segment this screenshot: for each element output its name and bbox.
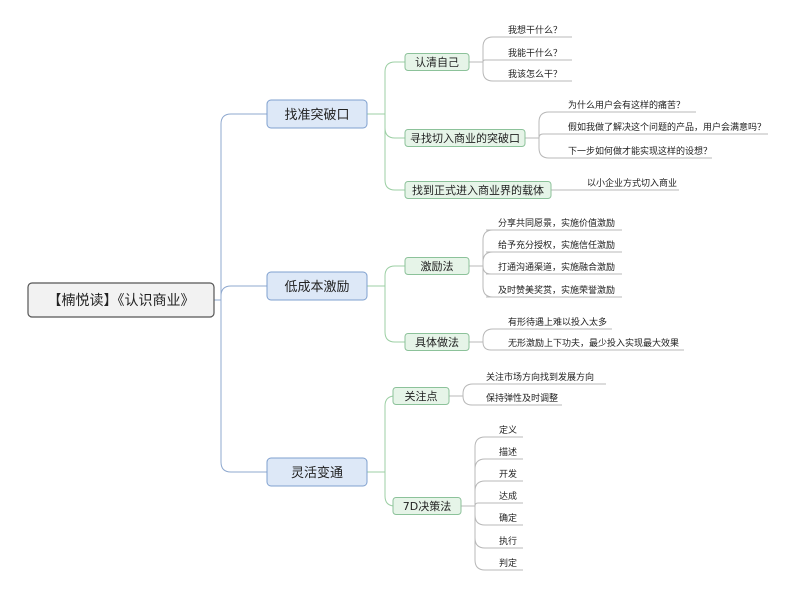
subtopic-label: 具体做法 xyxy=(415,335,459,349)
subtopic-box xyxy=(404,181,552,199)
leaf-item[interactable]: 我该怎么干？ xyxy=(508,68,562,80)
main-topic-1[interactable]: 找准突破口 xyxy=(266,99,368,129)
leaf-item[interactable]: 执行 xyxy=(499,535,517,547)
main-topic-label: 灵活变通 xyxy=(291,465,343,481)
leaf-line-2-1-2 xyxy=(482,251,494,266)
leaf-item[interactable]: 保持弹性及时调整 xyxy=(486,392,558,404)
subtopic-label: 找到正式进入商业界的载体 xyxy=(412,183,544,197)
subtopic-line-2-2 xyxy=(384,286,405,343)
main-topic-box xyxy=(266,457,368,487)
subtopic-label: 认清自己 xyxy=(415,56,459,69)
leaf-line-1-1-2 xyxy=(482,59,496,63)
leaf-line-3-2-2 xyxy=(474,458,487,506)
leaf-item[interactable]: 判定 xyxy=(499,557,517,569)
leaf-item[interactable]: 以小企业方式切入商业 xyxy=(587,177,677,189)
leaf-line-3-2-7 xyxy=(474,506,487,571)
leaf-item[interactable]: 达成 xyxy=(499,490,517,502)
subtopic-box xyxy=(404,333,470,351)
leaf-item[interactable]: 关注市场方向找到发展方向 xyxy=(486,371,594,383)
subtopic-line-1-3 xyxy=(384,114,405,191)
main-branch-line-1 xyxy=(220,113,267,300)
subtopic-2-2[interactable]: 具体做法 xyxy=(404,333,470,351)
root-node[interactable]: 【楠悦读】《认识商业》 xyxy=(27,282,215,318)
subtopic-label: 寻找切入商业的突破口 xyxy=(410,131,520,145)
leaf-line-2-2-1 xyxy=(482,328,496,342)
leaf-line-2-1-3 xyxy=(482,265,492,275)
leaf-item[interactable]: 假如我做了解决这个问题的产品，用户会满意吗？ xyxy=(568,121,766,133)
subtopic-label: 关注点 xyxy=(405,389,438,403)
leaf-item[interactable]: 给予充分授权，实施信任激励 xyxy=(498,239,615,251)
leaf-item[interactable]: 无形激励上下功夫，最少投入实现最大效果 xyxy=(508,337,679,349)
main-branch-line-3 xyxy=(220,300,267,473)
leaf-item[interactable]: 开发 xyxy=(499,468,517,480)
subtopic-3-1[interactable]: 关注点 xyxy=(392,387,450,405)
leaf-item[interactable]: 分享共同愿景，实施价值激励 xyxy=(498,217,615,229)
subtopic-box xyxy=(404,129,526,147)
subtopic-line-1-1 xyxy=(384,61,405,114)
leaf-item[interactable]: 确定 xyxy=(499,512,517,524)
main-topic-3[interactable]: 灵活变通 xyxy=(266,457,368,487)
leaf-line-3-2-3 xyxy=(474,480,487,506)
subtopic-1-1[interactable]: 认清自己 xyxy=(404,53,470,71)
leaf-item[interactable]: 定义 xyxy=(499,424,517,436)
subtopic-2-1[interactable]: 激励法 xyxy=(404,257,470,275)
main-topic-box xyxy=(266,271,368,301)
main-topic-2[interactable]: 低成本激励 xyxy=(266,271,368,301)
subtopic-label: 激励法 xyxy=(421,259,454,273)
leaf-line-1-1-3 xyxy=(482,62,496,82)
leaf-item[interactable]: 我能干什么？ xyxy=(508,47,562,59)
leaf-line-3-2-1 xyxy=(474,436,487,506)
subtopic-label: 7D决策法 xyxy=(403,499,451,513)
leaf-item[interactable]: 打通沟通渠道，实施融合激励 xyxy=(498,261,615,273)
leaf-line-1-2-1 xyxy=(538,111,556,138)
leaf-line-3-2-4 xyxy=(474,502,487,507)
leaf-item[interactable]: 下一步如何做才能实现这样的设想？ xyxy=(568,145,712,157)
leaf-item[interactable]: 有形待遇上难以投入太多 xyxy=(508,316,607,328)
leaf-item[interactable]: 为什么用户会有这样的痛苦？ xyxy=(568,99,685,111)
leaf-line-3-1-1 xyxy=(462,383,474,396)
subtopic-line-3-1 xyxy=(384,395,396,472)
leaf-item[interactable]: 及时赞美奖赏，实施荣誉激励 xyxy=(498,284,615,296)
leaf-line-3-2-6 xyxy=(474,506,487,549)
subtopic-1-3[interactable]: 找到正式进入商业界的载体 xyxy=(404,181,552,199)
subtopic-box xyxy=(404,53,470,71)
leaf-line-1-2-3 xyxy=(538,138,556,159)
main-topic-box xyxy=(266,99,368,129)
leaf-item[interactable]: 我想干什么？ xyxy=(508,24,562,36)
subtopic-box xyxy=(392,497,462,515)
leaf-line-1-2-2 xyxy=(538,133,556,139)
leaf-line-3-1-2 xyxy=(462,395,474,406)
leaf-line-1-1-1 xyxy=(482,36,496,62)
subtopic-3-2[interactable]: 7D决策法 xyxy=(392,497,462,515)
leaf-line-3-2-5 xyxy=(474,506,487,526)
main-branch-line-2 xyxy=(220,285,267,300)
mind-map-nodes: 【楠悦读】《认识商业》 找准突破口 认清自己 我想干什么？ 我能干什么？ 我该怎么干？ 寻找… xyxy=(27,24,766,569)
root-node-box xyxy=(27,282,215,318)
root-node-label: 【楠悦读】《认识商业》 xyxy=(48,292,195,309)
leaf-line-2-2-2 xyxy=(482,341,496,351)
subtopic-line-2-1 xyxy=(384,265,405,286)
subtopic-box xyxy=(392,387,450,405)
leaf-line-2-1-1 xyxy=(482,229,494,266)
subtopic-line-1-2 xyxy=(384,114,405,139)
main-topic-label: 找准突破口 xyxy=(284,107,349,123)
leaf-item[interactable]: 描述 xyxy=(499,446,517,458)
subtopic-box xyxy=(404,257,470,275)
connector-lines xyxy=(214,36,768,571)
subtopic-1-2[interactable]: 寻找切入商业的突破口 xyxy=(404,129,526,147)
main-topic-label: 低成本激励 xyxy=(284,280,349,295)
